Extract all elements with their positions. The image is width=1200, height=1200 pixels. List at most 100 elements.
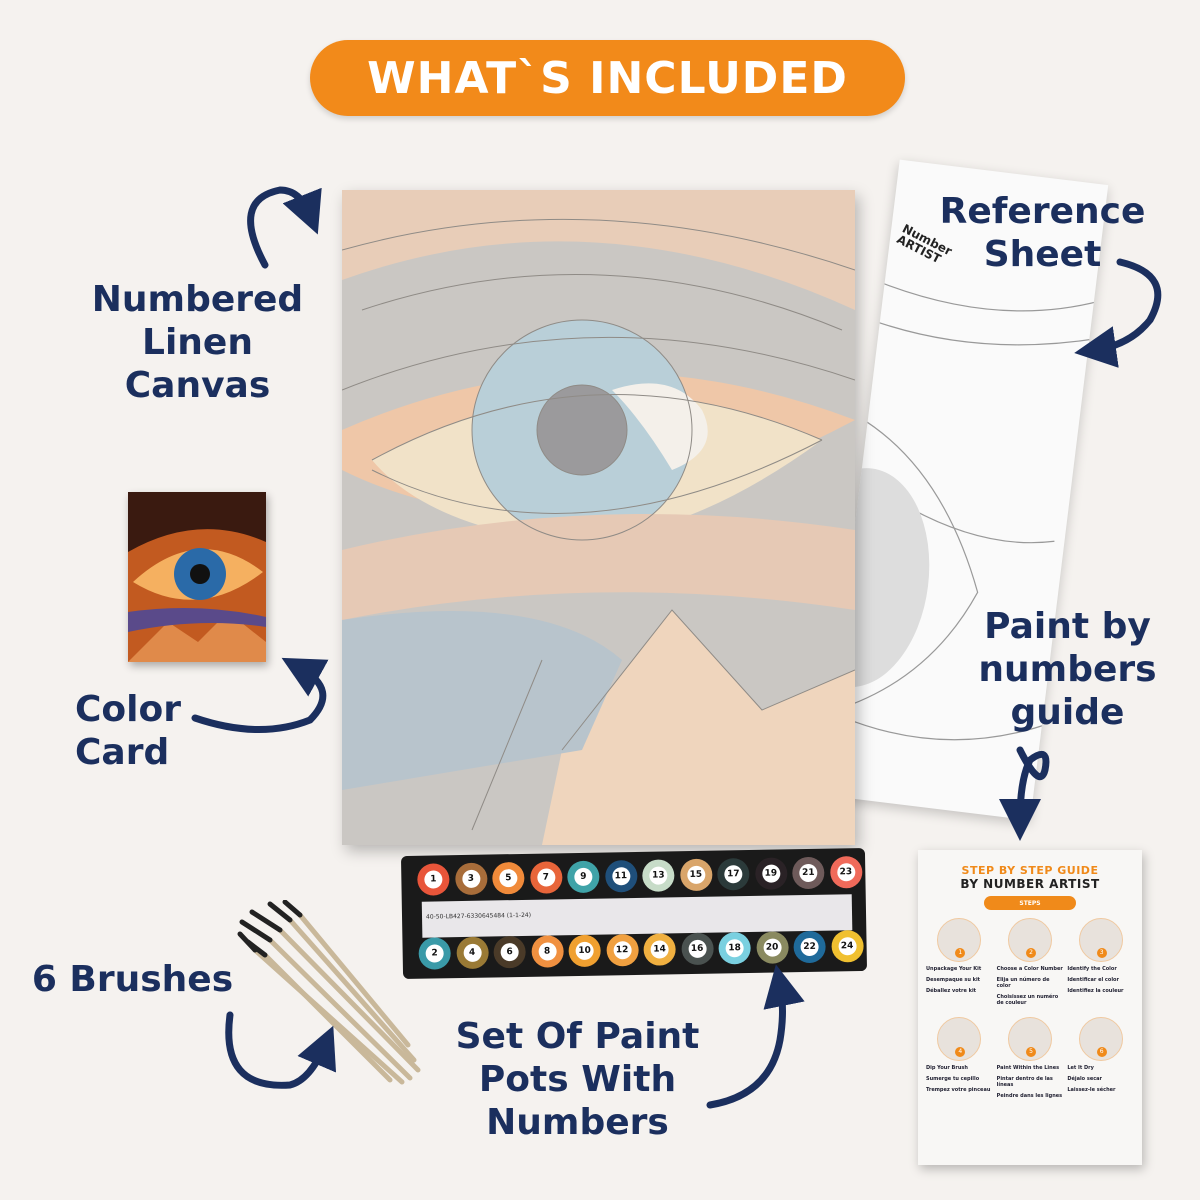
pot-number: 15 (686, 865, 705, 885)
step-by-step-guide: STEP BY STEP GUIDE BY NUMBER ARTIST STEP… (918, 850, 1142, 1165)
brushes-image (237, 900, 421, 1085)
label-line: numbers (978, 649, 1157, 690)
guide-subtitle: BY NUMBER ARTIST (960, 877, 1100, 891)
paint-pot: 3 (454, 862, 488, 896)
guide-step: 1 Unpackage Your Kit Desempaque su kit D… (926, 918, 993, 1011)
step-image: 3 (1078, 918, 1123, 962)
pot-number: 18 (725, 939, 744, 958)
guide-step: 2 Choose a Color Number Elija un número … (997, 918, 1064, 1011)
numbered-linen-canvas (342, 190, 855, 845)
pot-number: 17 (724, 865, 743, 884)
paint-pot: 11 (604, 859, 638, 893)
paint-pot: 12 (605, 933, 639, 967)
brushes-label: 6 Brushes (31, 959, 234, 1000)
paint-pot: 14 (643, 933, 676, 966)
paint-pot: 1 (417, 863, 450, 896)
step-title-en: Dip Your Brush (926, 1065, 968, 1071)
pot-number: 1 (424, 870, 443, 889)
step-image: 5 (1007, 1017, 1052, 1061)
step-number: 1 (955, 948, 966, 958)
paint-pot: 23 (829, 856, 863, 889)
label-line: Reference (939, 191, 1146, 232)
step-title-es: Sumerge tu cepillo (926, 1076, 980, 1082)
label-line: Numbers (486, 1102, 669, 1143)
step-title-es: Pintar dentro de las líneas (996, 1076, 1053, 1088)
arrow-canvas-icon (247, 186, 322, 269)
paint-pot: 24 (830, 930, 864, 963)
label-line: Paint by (984, 606, 1151, 647)
paint-pot: 17 (717, 857, 750, 891)
guide-step: 5 Paint Within the Lines Pintar dentro d… (997, 1017, 1064, 1104)
label-tape: 40-50-LB427-6330645484 (1-1-24) (421, 894, 853, 938)
guide-step: 6 Let It Dry Déjalo secar Laissez-le séc… (1067, 1017, 1134, 1104)
paint-pot: 13 (642, 859, 675, 892)
label-line: Sheet (983, 234, 1102, 275)
paint-pot: 8 (530, 935, 564, 968)
label-line: guide (1010, 692, 1125, 733)
pot-number: 7 (536, 868, 556, 887)
step-title-en: Paint Within the Lines (996, 1065, 1060, 1071)
step-image: 4 (937, 1017, 982, 1061)
label-line: Linen (142, 322, 253, 363)
step-title-es: Desempaque su kit (926, 977, 981, 983)
label-line: Canvas (124, 365, 271, 406)
label-line: Color (75, 689, 181, 730)
step-image: 6 (1078, 1017, 1123, 1061)
strip-code: 40-50-LB427-6330645484 (1-1-24) (425, 911, 532, 921)
step-image: 2 (1007, 918, 1052, 962)
step-title-en: Identify the Color (1067, 966, 1117, 972)
paint-pot: 22 (793, 930, 826, 964)
paint-pot: 21 (792, 856, 825, 890)
step-number: 3 (1096, 948, 1107, 958)
paint-pot: 20 (755, 931, 789, 964)
step-number: 5 (1025, 1047, 1036, 1057)
guide-step: 4 Dip Your Brush Sumerge tu cepillo Trem… (926, 1017, 993, 1104)
step-title-es: Elija un número de color (996, 977, 1050, 989)
step-title-fr: Trempez votre pinceau (926, 1087, 991, 1093)
paint-pot: 10 (568, 934, 601, 968)
eye-lineart (342, 190, 855, 845)
step-number: 6 (1096, 1047, 1107, 1057)
paint-pot: 9 (567, 860, 600, 894)
pot-number: 14 (650, 940, 669, 959)
pot-number: 4 (463, 943, 482, 962)
label-line: Pots With (478, 1059, 677, 1100)
step-number: 2 (1025, 948, 1036, 958)
pot-number: 23 (836, 863, 855, 882)
step-title-en: Let It Dry (1067, 1065, 1094, 1071)
pot-number: 10 (575, 941, 594, 961)
pot-number: 9 (574, 867, 593, 887)
label-line: Set Of Paint (455, 1016, 700, 1057)
pot-number: 6 (500, 943, 519, 962)
paint-pot: 7 (529, 861, 563, 894)
steps-grid: 1 Unpackage Your Kit Desempaque su kit D… (926, 918, 1134, 1104)
paint-pot: 16 (680, 932, 714, 966)
color-card-eye-image (128, 492, 266, 662)
color-card (128, 492, 266, 662)
step-title-es: Identificar el color (1067, 977, 1119, 983)
pot-number: 20 (762, 938, 782, 957)
step-title-fr: Laissez-le sécher (1067, 1087, 1116, 1093)
steps-badge: STEPS (984, 896, 1076, 910)
pot-number: 13 (649, 866, 668, 885)
arrow-pots-icon (706, 964, 805, 1109)
paint-pot: 4 (455, 936, 489, 970)
whats-included-banner: WHAT`S INCLUDED (310, 40, 905, 116)
pot-number: 16 (687, 939, 707, 959)
paint-pot: 15 (679, 858, 713, 892)
paint-pot: 18 (718, 931, 751, 965)
pot-number: 11 (611, 867, 631, 886)
step-image: 1 (937, 918, 982, 962)
step-title-en: Unpackage Your Kit (926, 966, 982, 972)
step-title-fr: Choisissez un numéro de couleur (996, 994, 1059, 1006)
paint-pot: 19 (754, 857, 788, 890)
pot-number: 19 (761, 864, 780, 883)
step-title-en: Choose a Color Number (996, 966, 1063, 972)
pot-number: 8 (537, 942, 557, 961)
